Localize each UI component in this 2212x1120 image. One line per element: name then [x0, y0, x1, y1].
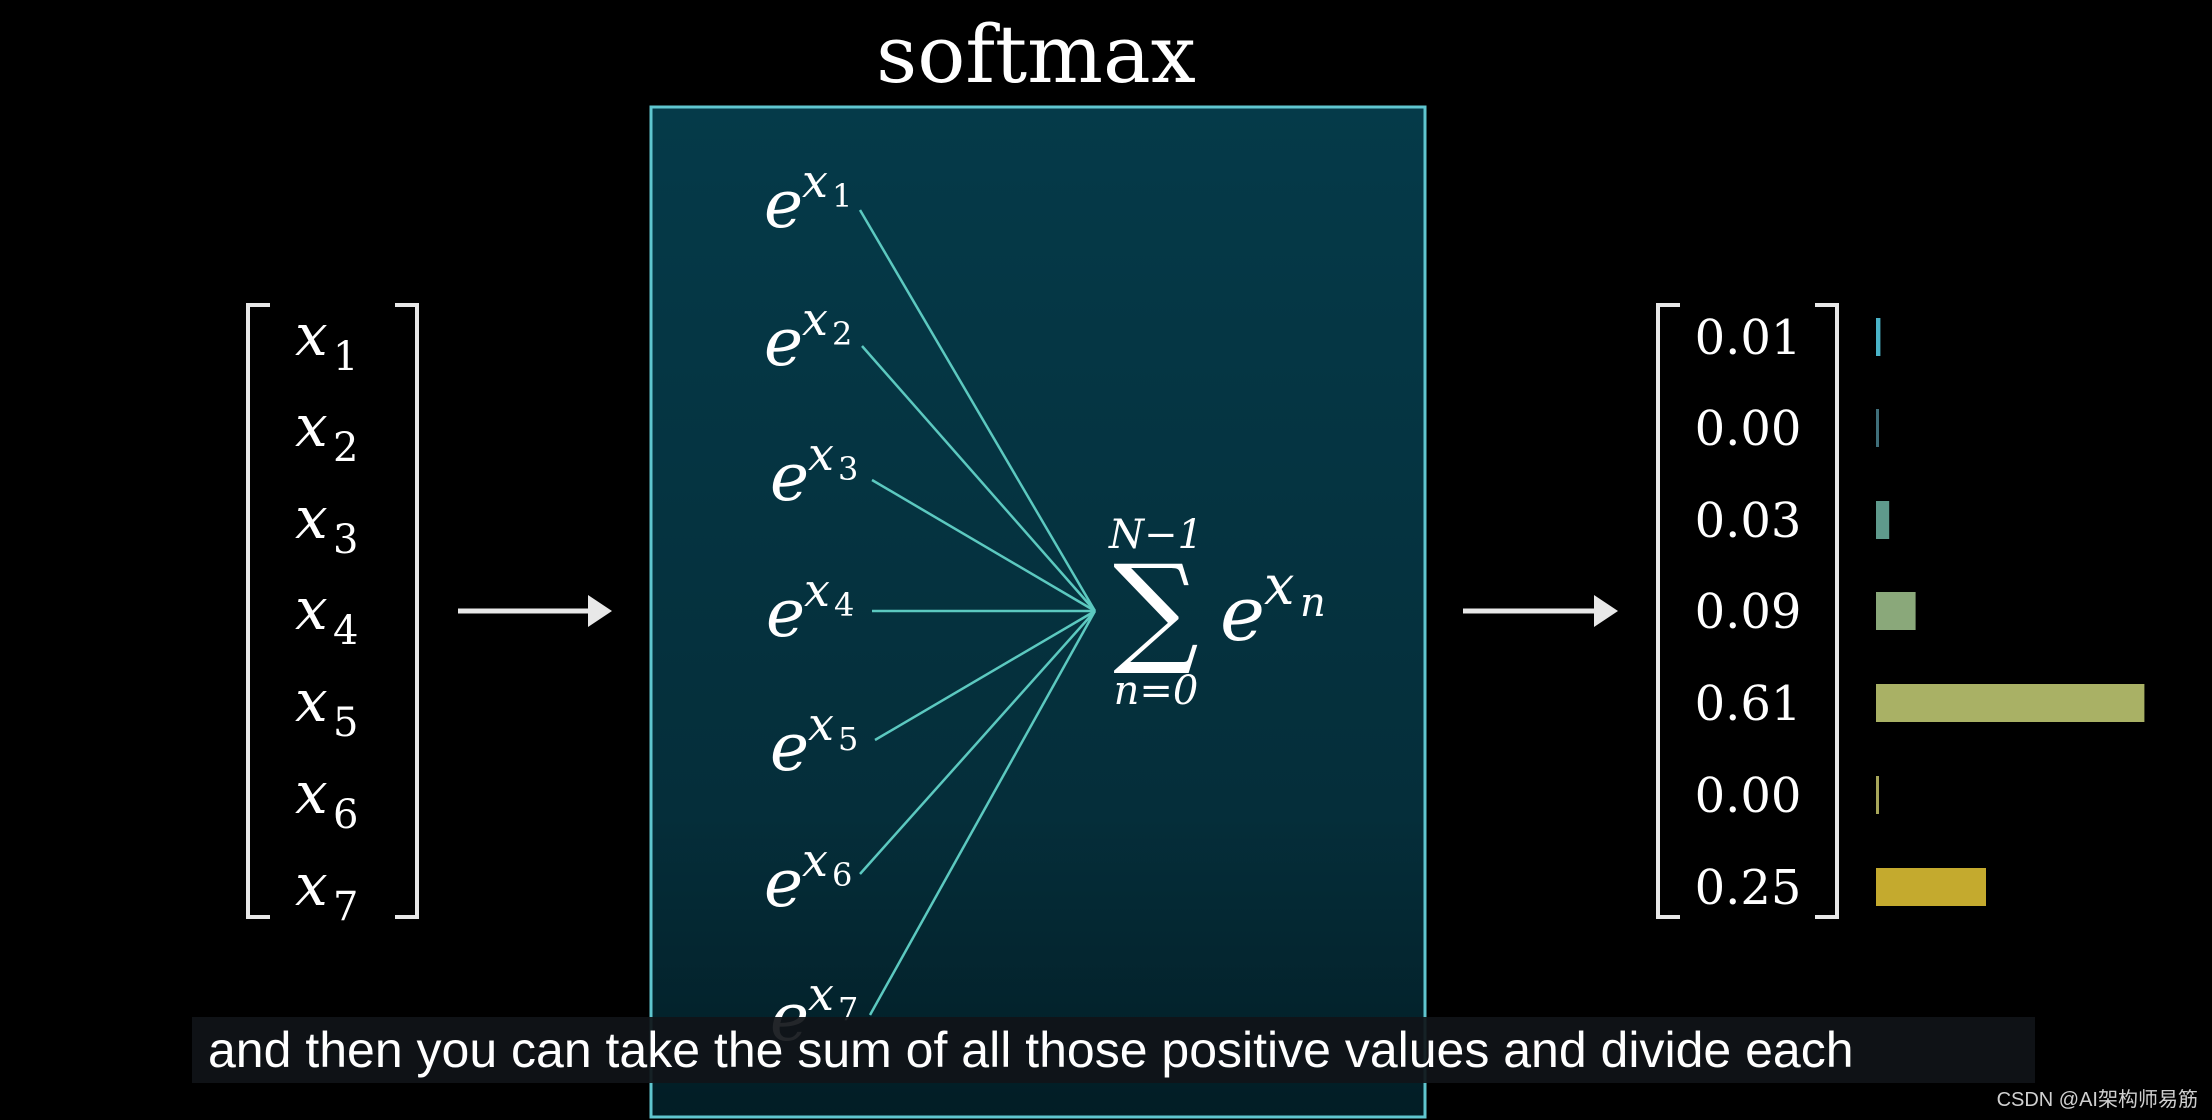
summation-symbol: ∑	[1113, 540, 1199, 679]
probability-bar-1	[1876, 318, 1881, 356]
probability-bar-7	[1876, 868, 1986, 906]
input-entry-5: x	[295, 667, 328, 735]
exp-base-3: e	[770, 439, 809, 516]
exp-base-6: e	[764, 845, 803, 922]
probability-bar-2	[1876, 409, 1879, 447]
input-entry-7: x	[295, 851, 328, 919]
exp-base-1: e	[764, 166, 803, 243]
output-value-3: 0.03	[1695, 493, 1802, 549]
input-right-bracket	[395, 303, 419, 919]
exp-exponent-subscript-6: 6	[832, 856, 852, 894]
subtitle-caption: and then you can take the sum of all tho…	[208, 1022, 1854, 1078]
input-entry-subscript-3: 3	[333, 517, 358, 563]
output-value-2: 0.00	[1695, 401, 1802, 457]
exp-exponent-2: x	[802, 292, 828, 346]
probability-bar-6	[1876, 776, 1879, 814]
exp-exponent-7: x	[808, 967, 834, 1021]
exp-exponent-6: x	[802, 833, 828, 887]
exp-exponent-3: x	[808, 427, 834, 481]
exp-exponent-subscript-2: 2	[832, 315, 852, 353]
output-right-bracket	[1815, 303, 1839, 919]
input-entry-subscript-7: 7	[333, 884, 358, 930]
input-entry-2: x	[295, 392, 328, 460]
input-entry-4: x	[295, 575, 328, 643]
exp-exponent-subscript-3: 3	[838, 450, 858, 488]
caption-background	[192, 1017, 2035, 1083]
input-entry-subscript-4: 4	[333, 608, 358, 654]
input-entry-1: x	[295, 301, 328, 369]
exp-base-2: e	[764, 304, 803, 381]
exp-base-4: e	[766, 575, 805, 652]
connector-line-1	[858, 209, 1097, 612]
output-vector: 0.01 0.00 0.03 0.09 0.61 0.00 0.25	[1656, 303, 1839, 919]
input-entry-6: x	[295, 759, 328, 827]
input-entry-subscript-1: 1	[333, 334, 358, 380]
probability-bar-3	[1876, 501, 1890, 539]
output-value-1: 0.01	[1695, 310, 1802, 366]
arrow-softmax-to-output	[1463, 595, 1618, 627]
exponential-connector-lines	[858, 209, 1097, 1016]
input-entry-3: x	[295, 484, 328, 552]
exp-exponent-subscript-4: 4	[834, 586, 854, 624]
connector-line-7	[868, 610, 1097, 1016]
summation-exponent: x	[1264, 554, 1294, 617]
output-left-bracket	[1656, 303, 1680, 919]
input-entry-subscript-6: 6	[333, 792, 358, 838]
exp-exponent-5: x	[808, 697, 834, 751]
output-value-6: 0.00	[1695, 768, 1802, 824]
probability-bar-4	[1876, 592, 1916, 630]
watermark: CSDN @AI架构师易筋	[1996, 1089, 2198, 1111]
output-value-5: 0.61	[1695, 676, 1802, 732]
connector-line-2	[861, 345, 1096, 612]
diagram-title: softmax	[876, 8, 1196, 101]
exp-base-5: e	[770, 709, 809, 786]
exp-exponent-subscript-5: 5	[838, 720, 858, 758]
summation-exponent-subscript: n	[1300, 580, 1326, 626]
exp-exponent-1: x	[802, 154, 828, 208]
probability-bar-5	[1876, 684, 2145, 722]
connector-line-3	[871, 478, 1096, 613]
connector-line-6	[859, 610, 1096, 875]
input-entry-subscript-5: 5	[333, 700, 358, 746]
input-entry-subscript-2: 2	[333, 425, 358, 471]
summation-lower-limit: n=0	[1114, 668, 1199, 714]
arrow-input-to-softmax	[458, 595, 612, 627]
summation-base: e	[1220, 569, 1265, 658]
output-value-4: 0.09	[1695, 584, 1802, 640]
connector-line-5	[874, 609, 1096, 742]
exp-exponent-4: x	[804, 563, 830, 617]
summation-upper-limit: N−1	[1108, 512, 1203, 558]
output-value-7: 0.25	[1695, 860, 1802, 916]
input-left-bracket	[246, 303, 270, 919]
probability-bars	[1876, 318, 2145, 906]
summation-expression: N−1 ∑ n=0 e x n	[1108, 512, 1326, 714]
exp-exponent-subscript-1: 1	[832, 177, 852, 215]
